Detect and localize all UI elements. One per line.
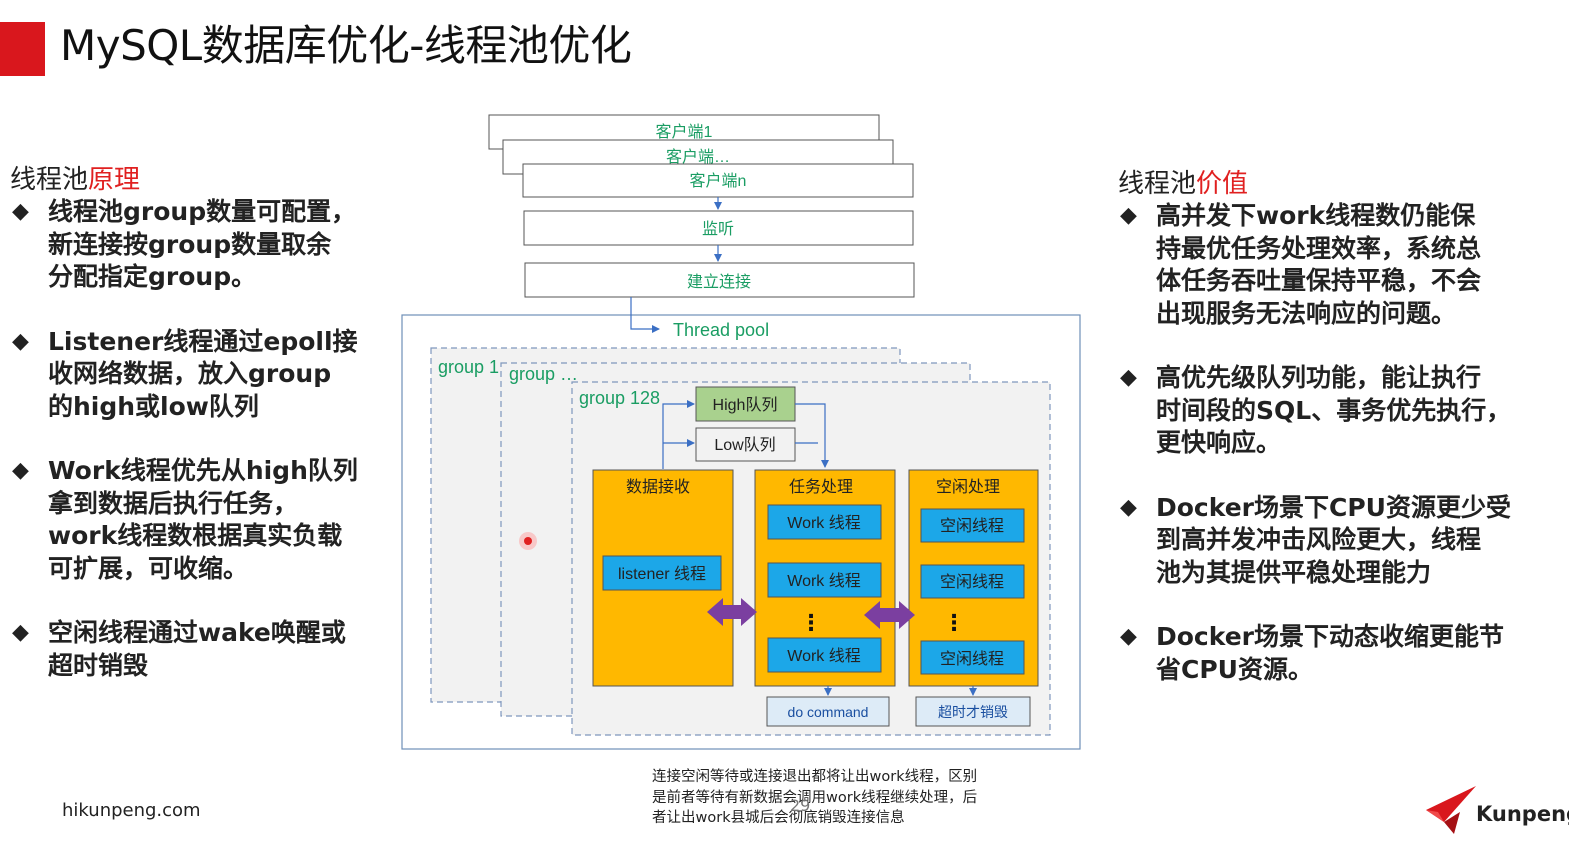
left-bullet-text: 线程池group数量可配置， 新连接按group数量取余 分配指定group。 [48,197,357,291]
right-bullet-text: Docker场景下动态收缩更能节 省CPU资源。 [1156,622,1504,684]
right-heading-highlight: 价值 [1196,169,1249,199]
listener-thread-label: listener 线程 [618,565,706,583]
pointer-dot [524,537,532,545]
left-bullet-item: ◆ Listener线程通过epoll接 收网络数据，放入group 的high或… [10,326,370,424]
destroy-label: 超时才销毁 [938,704,1008,720]
listen-label: 监听 [702,220,734,238]
page-title: MySQL数据库优化-线程池优化 [60,21,632,70]
destroy-box [915,696,1031,727]
right-heading-prefix: 线程池 [1118,169,1197,199]
task-ellipsis: ⋮ [800,610,822,635]
arrow-receive-to-high [662,400,695,469]
client-label-1: 客户端1 [656,123,713,141]
work-thread-box [767,637,882,673]
low-queue-box [695,427,796,462]
speaker-note: 连接空闲等待或连接退出都将让出work线程，区别 是前者等待有新数据会调用wor… [652,769,978,826]
low-queue-label: Low队列 [714,436,775,454]
listen-box [523,210,914,246]
work-thread-box [767,504,882,540]
left-heading-prefix: 线程池 [10,165,89,195]
diamond-bullet-icon: ◆ [1120,624,1137,649]
right-bullet-text: 高优先级队列功能，能让执行 时间段的SQL、事务优先执行， 更快响应。 [1156,363,1512,457]
right-bullet-item: ◆ 高并发下work线程数仍能保 持最优任务处理效率，系统总 体任务吞吐量保持平稳… [1118,200,1538,330]
left-section-heading: 线程池原理 [10,164,140,196]
thread-pool-label: Thread pool [673,320,769,340]
group-mid-label: group … [509,364,578,384]
idle-thread-label: 空闲线程 [940,650,1004,668]
title-accent-bar [0,22,45,76]
diamond-bullet-icon: ◆ [12,458,29,483]
arrow-connect-to-pool [630,297,660,333]
footer-url: hikunpeng.com [62,800,201,821]
left-bullet-item: ◆ Work线程优先从high队列 拿到数据后执行任务， work线程数根据真实负… [10,455,370,585]
left-bullet-item: ◆ 空闲线程通过wake唤醒或 超时销毁 [10,617,370,682]
group-1-label: group 1 [438,357,499,377]
task-idle-double-arrow [864,601,915,629]
right-bullet-list: ◆ 高并发下work线程数仍能保 持最优任务处理效率，系统总 体任务吞吐量保持平稳… [1118,200,1538,718]
left-bullet-text: Work线程优先从high队列 拿到数据后执行任务， work线程数根据真实负载… [48,456,358,583]
receive-task-double-arrow [707,598,757,626]
client-box-n [522,163,914,198]
client-label-n: 客户端n [690,172,747,190]
diamond-bullet-icon: ◆ [1120,494,1137,520]
brand-name: Kunpeng [1476,802,1569,826]
right-section-heading: 线程池价值 [1118,168,1248,200]
right-bullet-item: ◆ Docker场景下动态收缩更能节 省CPU资源。 [1118,621,1538,686]
work-thread-label: Work 线程 [787,572,861,590]
right-bullet-item: ◆ 高优先级队列功能，能让执行 时间段的SQL、事务优先执行， 更快响应。 [1118,362,1538,460]
left-bullet-list: ◆ 线程池group数量可配置， 新连接按group数量取余 分配指定group。… [10,196,370,714]
high-queue-label: High队列 [713,396,778,414]
kunpeng-bird-icon [1426,786,1476,834]
group-128-label: group 128 [579,388,660,408]
right-bullet-item: ◆ Docker场景下CPU资源更少受 到高并发冲击风险更大，线程 池为其提供平稳… [1118,492,1538,590]
right-bullet-text: Docker场景下CPU资源更少受 到高并发冲击风险更大，线程 池为其提供平稳处… [1156,492,1511,587]
idle-thread-box [920,508,1025,543]
work-thread-box [767,562,882,598]
receive-title: 数据接收 [626,478,690,496]
idle-thread-label: 空闲线程 [940,517,1004,535]
page-number: 29 [790,796,811,815]
connect-box [524,262,915,298]
work-thread-label: Work 线程 [787,647,861,665]
high-queue-box [695,386,796,422]
diamond-bullet-icon: ◆ [12,620,29,645]
right-bullet-text: 高并发下work线程数仍能保 持最优任务处理效率，系统总 体任务吞吐量保持平稳，… [1156,201,1482,328]
do-command-label: do command [788,704,869,720]
listener-thread-box [602,555,722,591]
client-label-2: 客户端… [666,148,730,166]
task-title: 任务处理 [789,478,853,496]
work-thread-label: Work 线程 [787,514,861,532]
left-bullet-text: 空闲线程通过wake唤醒或 超时销毁 [48,618,346,680]
diamond-bullet-icon: ◆ [1120,365,1137,390]
diamond-bullet-icon: ◆ [12,199,29,224]
left-heading-highlight: 原理 [88,165,141,195]
kunpeng-logo: Kunpeng [1424,782,1569,842]
left-bullet-text: Listener线程通过epoll接 收网络数据，放入group 的high或l… [48,326,358,421]
idle-thread-box [920,564,1025,599]
do-command-box [766,696,890,727]
left-bullet-item: ◆ 线程池group数量可配置， 新连接按group数量取余 分配指定group。 [10,196,370,294]
idle-thread-box [920,640,1025,675]
idle-ellipsis: ⋮ [943,610,965,635]
idle-title: 空闲处理 [936,478,1000,496]
connect-label: 建立连接 [687,273,751,291]
arrow-high-to-task [795,403,829,468]
diamond-bullet-icon: ◆ [1120,203,1137,228]
diamond-bullet-icon: ◆ [12,328,29,354]
idle-thread-label: 空闲线程 [940,573,1004,591]
